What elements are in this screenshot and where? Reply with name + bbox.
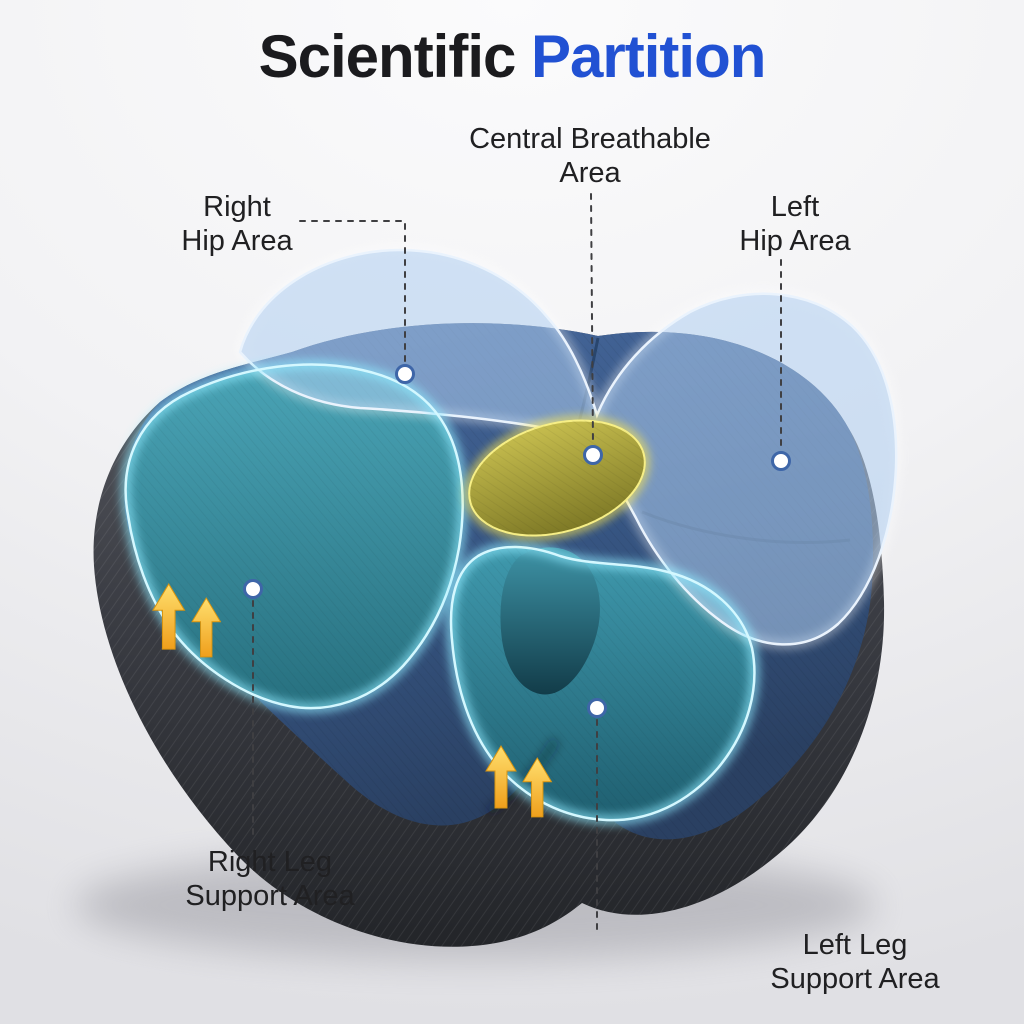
label-line: Support Area xyxy=(770,963,940,996)
up-arrow-icon xyxy=(152,582,186,650)
label-line: Right xyxy=(203,191,271,223)
zone-glow-outlines xyxy=(121,360,759,825)
label-line: Right Leg xyxy=(207,846,333,878)
support-arrows-left-leg xyxy=(485,745,553,818)
up-arrow-icon xyxy=(522,757,553,818)
support-arrows-right-leg xyxy=(152,582,222,658)
label-left-leg-support-area: Left Leg Support Area xyxy=(770,928,939,996)
marker-left-hip xyxy=(771,451,791,471)
leader-right-hip xyxy=(299,220,406,363)
point-markers xyxy=(243,364,791,718)
marker-left-leg-support xyxy=(587,698,607,718)
cushion-illustration xyxy=(75,246,900,960)
label-line: Hip Area xyxy=(739,225,851,258)
leader-central-breathable xyxy=(590,193,594,444)
label-line: Support Area xyxy=(185,880,355,913)
marker-right-leg-support xyxy=(243,579,263,599)
marker-central-breathable xyxy=(583,445,603,465)
title-word-1: Scientific xyxy=(258,23,517,90)
marker-right-hip xyxy=(395,364,415,384)
label-central-breathable-area: Central Breathable Area xyxy=(469,122,711,190)
title-word-2: Partition xyxy=(531,23,766,90)
label-line: Left Leg xyxy=(802,929,908,961)
up-arrow-icon xyxy=(191,597,222,658)
page-title: Scientific Partition xyxy=(0,22,1024,91)
cushion-cutout xyxy=(500,547,600,695)
label-left-hip-area: Left Hip Area xyxy=(739,190,850,258)
label-line: Hip Area xyxy=(181,225,293,258)
label-line: Area xyxy=(559,157,621,190)
label-line: Left xyxy=(770,191,820,223)
label-right-leg-support-area: Right Leg Support Area xyxy=(185,845,354,913)
up-arrow-icon xyxy=(485,745,517,809)
label-right-hip-area: Right Hip Area xyxy=(181,190,292,258)
leader-lines xyxy=(252,193,782,933)
label-line: Central Breathable xyxy=(469,123,711,155)
